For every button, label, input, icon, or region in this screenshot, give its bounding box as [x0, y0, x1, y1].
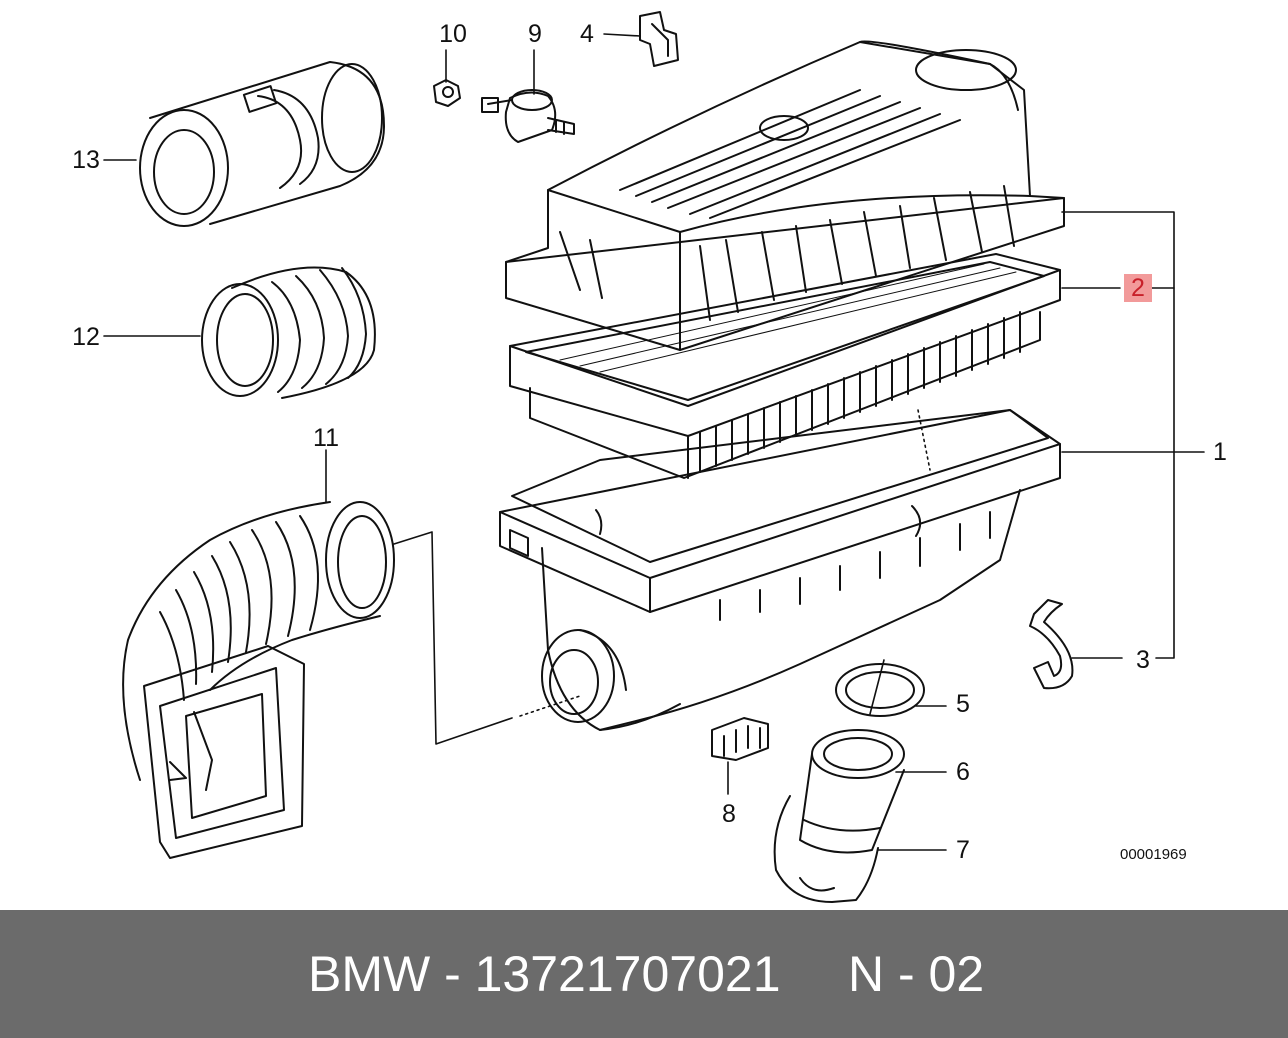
intake-elbow-hose-part [122, 501, 395, 859]
parts-diagram: 10 9 4 13 12 11 2 1 3 5 6 7 8 00001969 [72, 11, 1227, 903]
callout-5: 5 [956, 690, 970, 718]
callout-2-highlighted: 2 [1124, 274, 1152, 302]
hose-part [773, 795, 879, 903]
seal-ring-part [835, 663, 925, 717]
small-clamp-part [711, 717, 769, 761]
drawing-code: 00001969 [1120, 846, 1187, 863]
nut-part [433, 79, 461, 107]
intake-funnel-part [139, 61, 385, 227]
connector-sleeve-part [799, 729, 905, 854]
retaining-clip-part [1029, 599, 1074, 690]
air-filter-housing-lid [505, 40, 1065, 351]
callout-12: 12 [72, 323, 100, 351]
callout-1: 1 [1213, 438, 1227, 466]
callout-7: 7 [956, 836, 970, 864]
rubber-mount-part [481, 89, 575, 143]
air-filter-element [509, 253, 1061, 479]
callout-8: 8 [722, 800, 736, 828]
callout-13: 13 [72, 146, 100, 174]
bellows-ring-part [201, 266, 376, 399]
callout-4: 4 [580, 20, 594, 48]
part-number-text: BMW - 13721707021 [308, 946, 781, 1002]
exploded-view-drawing [103, 11, 1205, 903]
callout-9: 9 [528, 20, 542, 48]
callout-11: 11 [313, 424, 339, 452]
callout-3: 3 [1136, 646, 1150, 674]
spring-clip-part [639, 11, 679, 67]
leader-lines [103, 33, 1205, 851]
callout-10: 10 [439, 20, 467, 48]
position-text: N - 02 [848, 946, 985, 1002]
part-number-footer: BMW - 13721707021 N - 02 [0, 910, 1288, 1038]
callout-6: 6 [956, 758, 970, 786]
air-filter-housing-base [499, 409, 1061, 731]
